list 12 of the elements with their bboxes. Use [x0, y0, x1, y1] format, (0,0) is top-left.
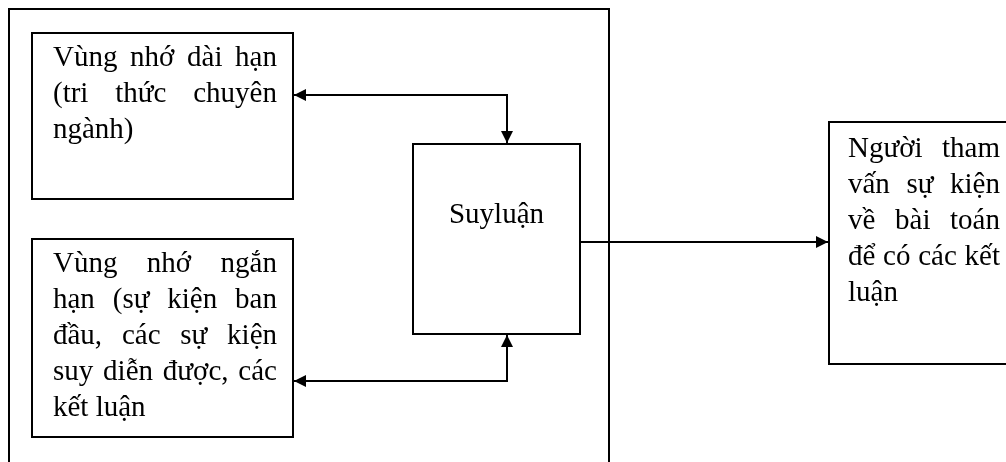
- arrow: [293, 334, 513, 387]
- process-label: Suyluận: [447, 196, 546, 231]
- memory-box: [31, 32, 294, 200]
- box-text: Người tham vấn sự kiện về bài toán để có các kết luận: [848, 130, 1000, 309]
- box-text: Vùng nhớ dài hạn (tri thức chuyên ngành): [53, 39, 277, 146]
- container-box: [8, 8, 610, 462]
- process-box: [412, 143, 581, 335]
- output-box: [828, 121, 1006, 365]
- box-text: Vùng nhớ ngắn hạn (sự kiện ban đầu, các sự kiện suy diễn được, các kết luận: [53, 245, 277, 424]
- memory-box: [31, 238, 294, 438]
- arrow: [293, 89, 513, 144]
- arrow: [580, 236, 829, 248]
